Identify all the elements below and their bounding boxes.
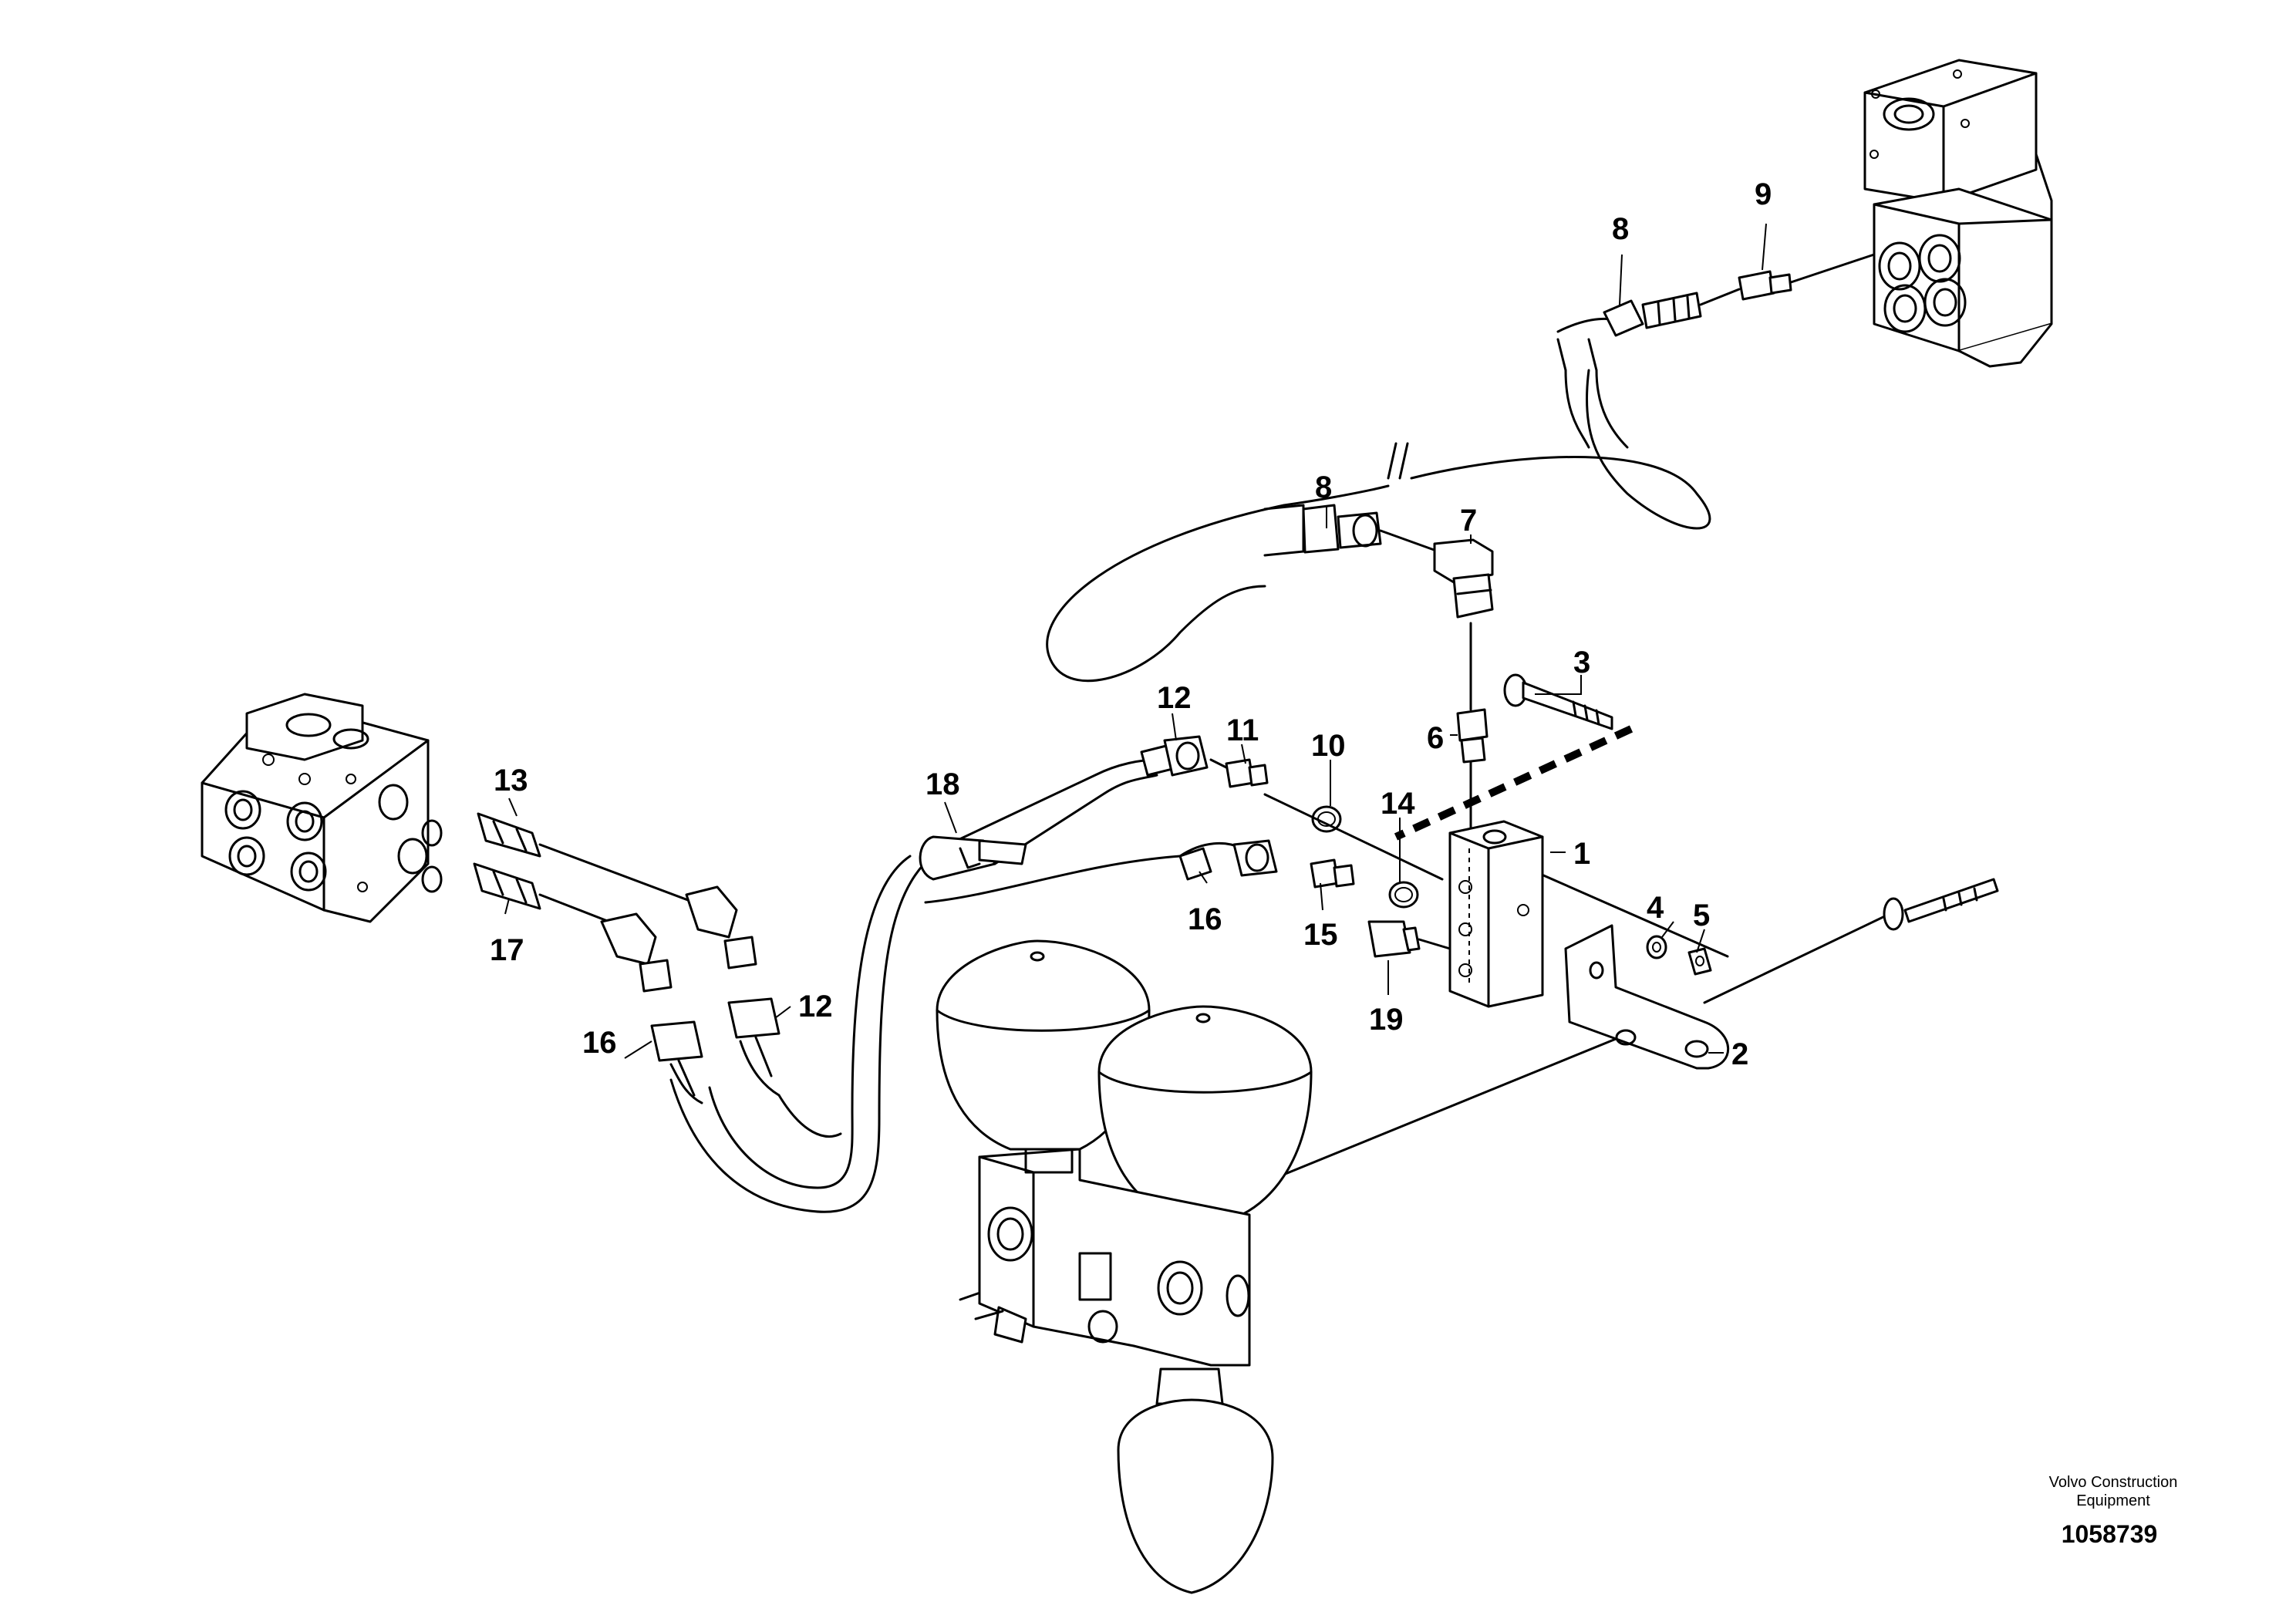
label-part-12-lower: 12 — [798, 990, 833, 1023]
label-part-5: 5 — [1693, 899, 1710, 932]
label-part-6: 6 — [1427, 721, 1444, 755]
steering-unit-top-right — [1863, 59, 2053, 368]
label-part-8-mid: 8 — [1315, 470, 1332, 504]
part-labels: 1 2 3 4 5 6 7 8 8 9 10 11 12 12 13 14 15… — [490, 177, 1772, 1071]
label-part-10: 10 — [1311, 729, 1346, 763]
label-part-15: 15 — [1303, 918, 1338, 952]
label-part-17: 17 — [490, 933, 524, 967]
label-part-2: 2 — [1731, 1037, 1748, 1071]
label-part-1: 1 — [1573, 837, 1590, 871]
label-part-9: 9 — [1755, 177, 1772, 211]
footer-block: Volvo Construction Equipment 1058739 — [2049, 1474, 2178, 1548]
steering-valve-left — [201, 693, 430, 923]
label-part-16-lower: 16 — [582, 1026, 617, 1060]
brand-line-1: Volvo Construction — [2049, 1474, 2178, 1491]
label-part-4: 4 — [1647, 891, 1664, 925]
label-part-13: 13 — [494, 764, 528, 798]
valve-block — [1448, 820, 1544, 1008]
label-part-8-top: 8 — [1612, 212, 1629, 246]
label-part-7: 7 — [1460, 504, 1477, 538]
label-part-12-upper: 12 — [1157, 681, 1192, 715]
leader-lines — [504, 223, 1767, 1059]
label-part-16-upper: 16 — [1188, 902, 1222, 936]
label-part-11: 11 — [1226, 713, 1259, 747]
brand-line-2: Equipment — [2076, 1492, 2150, 1509]
fittings — [421, 253, 1999, 1104]
label-part-19: 19 — [1369, 1003, 1404, 1037]
label-part-14: 14 — [1381, 787, 1415, 821]
mounting-bracket — [1564, 924, 1730, 1070]
drawing-number: 1058739 — [2062, 1520, 2158, 1548]
accumulator-assembly — [936, 939, 1313, 1594]
label-part-3: 3 — [1573, 646, 1590, 679]
label-part-18: 18 — [925, 767, 960, 801]
